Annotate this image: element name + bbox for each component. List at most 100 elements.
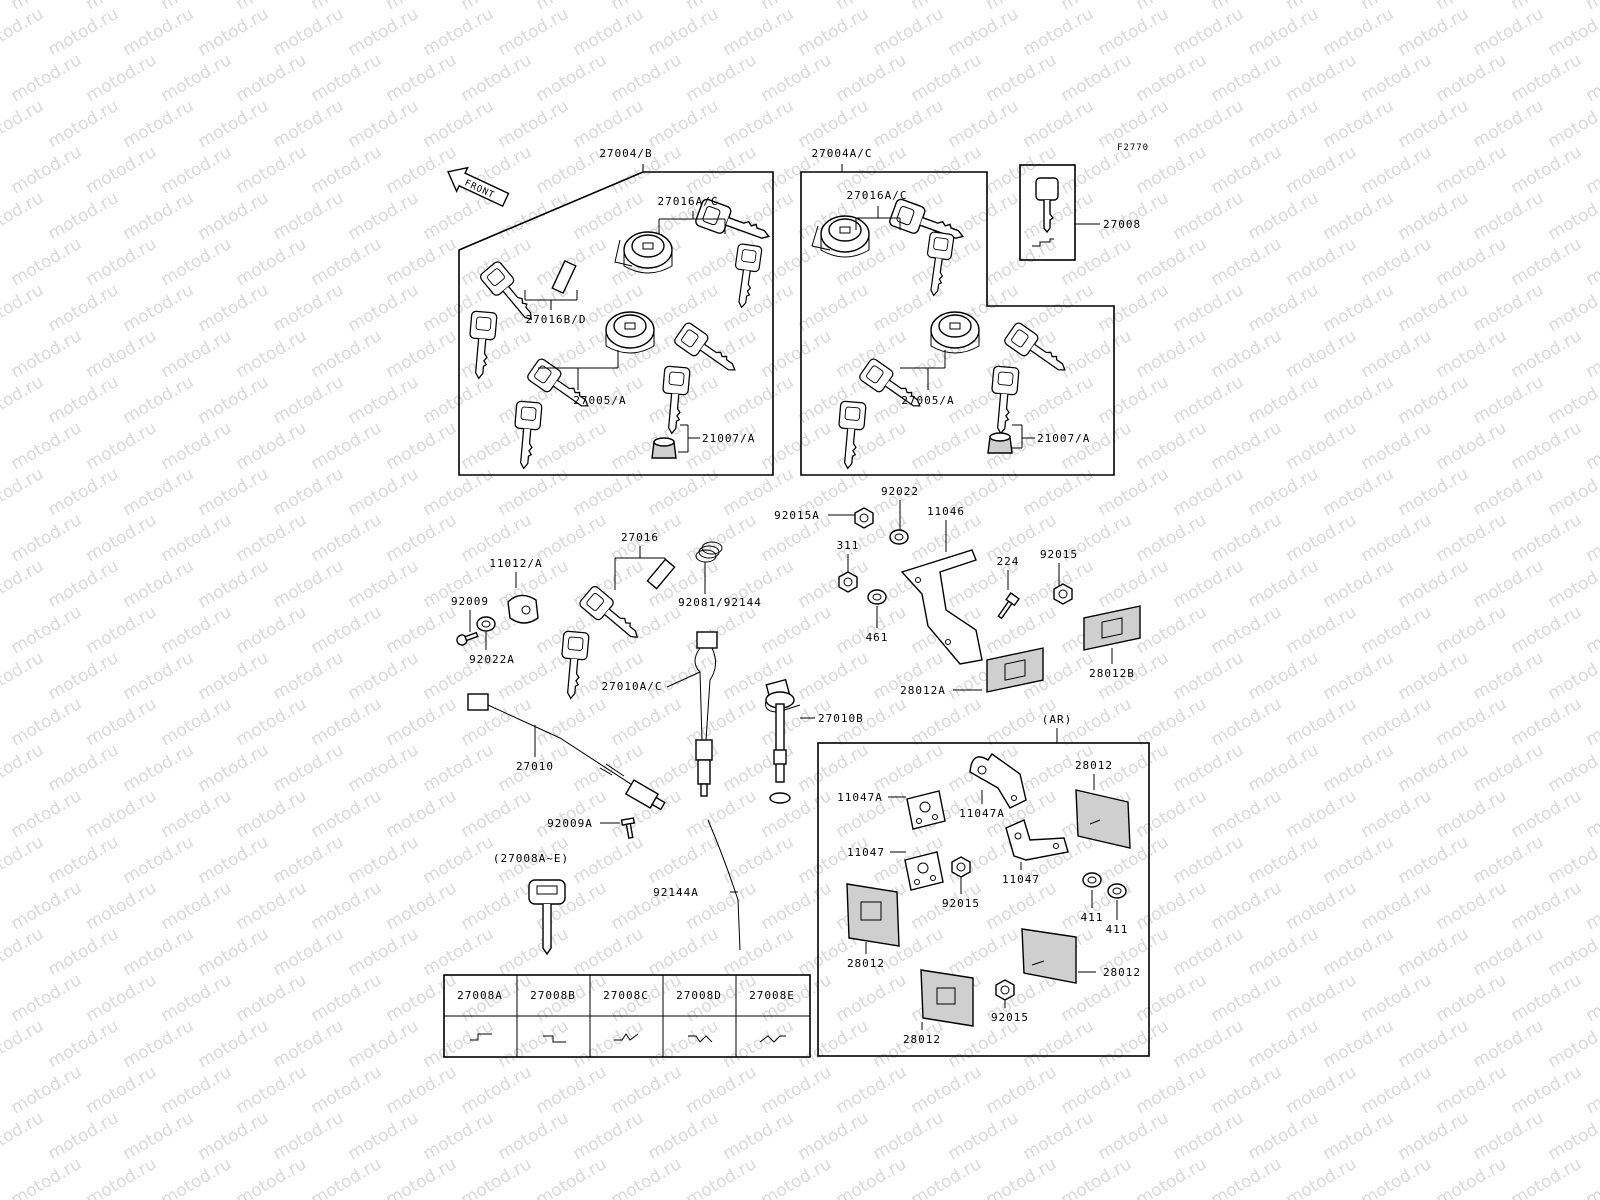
watermark-text: motod.ru <box>533 510 611 566</box>
watermark-text: motod.ru <box>1395 464 1473 520</box>
watermark-text: motod.ru <box>8 0 86 14</box>
watermark-text: motod.ru <box>458 326 536 382</box>
watermark-text: motod.ru <box>833 1154 911 1200</box>
watermark-text: motod.ru <box>1245 648 1323 704</box>
watermark-text: motod.ru <box>945 1016 1023 1072</box>
watermark-text: motod.ru <box>1095 4 1173 60</box>
part-label: 92022A <box>469 653 515 666</box>
part-label: 28012 <box>847 957 885 970</box>
kit-box-27004-b <box>458 171 774 476</box>
key-cap-icon <box>651 437 677 459</box>
part-label: 11047A <box>837 791 883 804</box>
watermark-text: motod.ru <box>420 924 498 980</box>
watermark-text: motod.ru <box>1133 234 1211 290</box>
watermark-text: motod.ru <box>270 464 348 520</box>
watermark-text: motod.ru <box>1433 326 1511 382</box>
watermark-text: motod.ru <box>45 464 123 520</box>
watermark-text: motod.ru <box>1583 602 1600 658</box>
watermark-text: motod.ru <box>195 924 273 980</box>
watermark-text: motod.ru <box>308 326 386 382</box>
watermark-text: motod.ru <box>1470 832 1548 888</box>
watermark-text: motod.ru <box>1245 96 1323 152</box>
watermark-text: motod.ru <box>1508 0 1586 14</box>
watermark-text: motod.ru <box>1395 372 1473 428</box>
watermark-text: motod.ru <box>120 648 198 704</box>
watermark-text: motod.ru <box>758 418 836 474</box>
watermark-text: motod.ru <box>608 1062 686 1118</box>
watermark-text: motod.ru <box>1320 188 1398 244</box>
watermark-text: motod.ru <box>1320 740 1398 796</box>
watermark-text: motod.ru <box>158 602 236 658</box>
part-label: 28012 <box>1103 966 1141 979</box>
watermark-text: motod.ru <box>945 4 1023 60</box>
watermark-text: motod.ru <box>1283 234 1361 290</box>
watermark-text: motod.ru <box>0 740 47 796</box>
part-label: 27005/A <box>901 394 954 407</box>
watermark-text: motod.ru <box>1508 878 1586 934</box>
watermark-text: motod.ru <box>1583 418 1600 474</box>
region-label: (AR) <box>1042 713 1073 726</box>
switch-body-icon <box>765 691 795 804</box>
watermark-text: motod.ru <box>1358 418 1436 474</box>
watermark-text: motod.ru <box>8 1062 86 1118</box>
watermark-text: motod.ru <box>908 418 986 474</box>
watermark-text: motod.ru <box>945 1108 1023 1164</box>
part-label: 11047 <box>1002 873 1040 886</box>
watermark-text: motod.ru <box>383 602 461 658</box>
watermark-text: motod.ru <box>1208 602 1286 658</box>
watermark-text: motod.ru <box>233 878 311 934</box>
watermark-text: motod.ru <box>1583 142 1600 198</box>
watermark-text: motod.ru <box>0 280 47 336</box>
watermark-text: motod.ru <box>158 326 236 382</box>
watermark-text: motod.ru <box>1583 326 1600 382</box>
watermark-text: motod.ru <box>1470 280 1548 336</box>
watermark-text: motod.ru <box>683 1062 761 1118</box>
connector-icon <box>467 693 489 711</box>
watermark-text: motod.ru <box>1283 50 1361 106</box>
watermark-text: motod.ru <box>1433 142 1511 198</box>
watermark-text: motod.ru <box>345 280 423 336</box>
watermark-text: motod.ru <box>1395 648 1473 704</box>
watermark-text: motod.ru <box>1245 556 1323 612</box>
nut-icon <box>838 571 858 593</box>
watermark-text: motod.ru <box>0 924 47 980</box>
watermark-text: motod.ru <box>1358 234 1436 290</box>
part-label: 92022 <box>881 485 919 498</box>
watermark-text: motod.ru <box>308 970 386 1026</box>
watermark-text: motod.ru <box>1283 878 1361 934</box>
kit-label-27004a-c: 27004A/C <box>812 147 873 160</box>
left-kit-parts: 27016A/C 27016B/D 27005/A 21007/A <box>465 195 775 471</box>
watermark-text: motod.ru <box>345 4 423 60</box>
watermark-text: motod.ru <box>1283 510 1361 566</box>
watermark-text: motod.ru <box>795 648 873 704</box>
watermark-text: motod.ru <box>1433 786 1511 842</box>
part-label: 28012 <box>903 1033 941 1046</box>
part-label: 92015 <box>942 897 980 910</box>
watermark-text: motod.ru <box>1320 924 1398 980</box>
watermark-text: motod.ru <box>308 878 386 934</box>
watermark-text: motod.ru <box>83 786 161 842</box>
watermark-text: motod.ru <box>120 372 198 428</box>
watermark-text: motod.ru <box>383 1154 461 1200</box>
part-label: 21007/A <box>1037 432 1090 445</box>
watermark-text: motod.ru <box>383 0 461 14</box>
watermark-text: motod.ru <box>420 740 498 796</box>
watermark-text: motod.ru <box>495 96 573 152</box>
watermark-text: motod.ru <box>120 556 198 612</box>
part-label: 21007/A <box>702 432 755 445</box>
watermark-text: motod.ru <box>233 234 311 290</box>
watermark-text: motod.ru <box>608 1154 686 1200</box>
watermark-text: motod.ru <box>1320 464 1398 520</box>
watermark-text: motod.ru <box>158 0 236 14</box>
watermark-text: motod.ru <box>1208 878 1286 934</box>
part-label: 11047A <box>959 807 1005 820</box>
watermark-text: motod.ru <box>45 740 123 796</box>
watermark-text: motod.ru <box>1283 1154 1361 1200</box>
watermark-text: motod.ru <box>1283 970 1361 1026</box>
kit-box-27004a-c <box>800 171 1115 476</box>
watermark-text: motod.ru <box>1470 648 1548 704</box>
watermark-text: motod.ru <box>533 694 611 750</box>
key-cut-icon <box>543 1035 566 1043</box>
watermark-text: motod.ru <box>533 1154 611 1200</box>
